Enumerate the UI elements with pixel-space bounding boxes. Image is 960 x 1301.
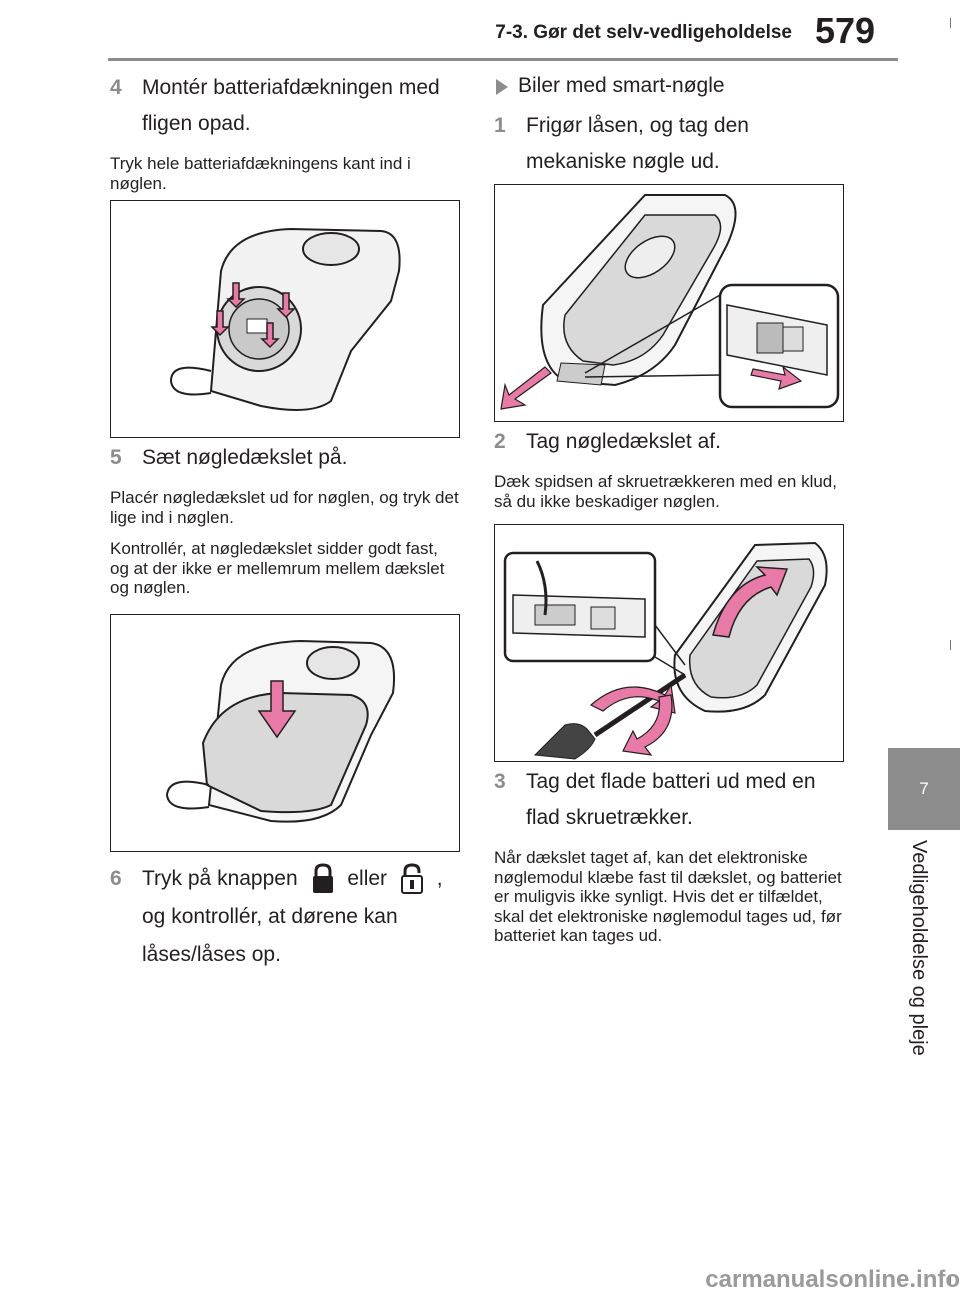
key-cover-illustration (165, 639, 395, 823)
screwdriver-illustration (503, 541, 828, 760)
key-battery-illustration (169, 227, 401, 411)
step-text-d: og kontrollér, at dørene kan låses/låses… (142, 905, 398, 966)
step-text-c: , (436, 867, 443, 890)
figure-key-cover (110, 614, 460, 852)
lock-icon (310, 862, 336, 896)
step-1: 1 Frigør låsen, og tag den mekaniske nøg… (494, 108, 844, 180)
crop-mark (950, 18, 951, 28)
smart-key-subhead: Biler med smart-nøgle (494, 70, 844, 102)
section-title: 7-3. Gør det selv-vedligeholdelse (495, 22, 792, 43)
left-column: 4 Montér batteriafdækningen med fligen o… (110, 70, 460, 193)
subhead-text: Biler med smart-nøgle (518, 74, 725, 97)
watermark: carmanualsonline.info (705, 1266, 960, 1293)
step-6: 6 Tryk på knappen eller , og kontrollér,… (110, 860, 460, 974)
step-text: Tag det flade batteri ud med en flad skr… (526, 770, 816, 829)
unlock-icon (399, 862, 425, 896)
step-3: 3 Tag det flade batteri ud med en flad s… (494, 764, 844, 836)
crop-mark (950, 1276, 951, 1286)
chapter-tab: 7 (888, 748, 960, 830)
page-number: 579 (814, 10, 876, 51)
figure-screwdriver (494, 524, 844, 762)
step-2: 2 Tag nøgledækslet af. (494, 424, 844, 460)
step-text-b: eller (347, 867, 388, 890)
step-number: 4 (110, 76, 122, 99)
step-number: 6 (110, 867, 122, 890)
step-3-note: Når dækslet taget af, kan det elektronis… (494, 848, 842, 945)
smart-key-illustration (500, 194, 840, 410)
step-5: 5 Sæt nøgledækslet på. (110, 440, 460, 476)
step-5-note-2: Kontrollér, at nøgledækslet sidder godt … (110, 539, 445, 597)
step-4-note: Tryk hele batteriafdækningens kant ind i… (110, 154, 411, 193)
header-rule (108, 58, 898, 61)
right-column: Biler med smart-nøgle 1 Frigør låsen, og… (494, 70, 844, 180)
step-number: 5 (110, 446, 122, 469)
step-5-note-1: Placér nøgledækslet ud for nøglen, og tr… (110, 488, 459, 527)
step-number: 1 (494, 114, 506, 137)
step-text: Frigør låsen, og tag den mekaniske nøgle… (526, 114, 749, 173)
right-column-bottom: 3 Tag det flade batteri ud med en flad s… (494, 764, 844, 946)
step-number: 3 (494, 770, 506, 793)
step-number: 2 (494, 430, 506, 453)
left-column-bottom: 6 Tryk på knappen eller , og kontrollér,… (110, 860, 460, 974)
step-text: Montér batteriafdækningen med fligen opa… (142, 76, 440, 135)
step-text-a: Tryk på knappen (142, 867, 298, 890)
step-text: Tag nøgledækslet af. (526, 430, 721, 453)
triangle-bullet-icon (496, 79, 508, 95)
step-text: Sæt nøgledækslet på. (142, 446, 348, 469)
step-2-note: Dæk spidsen af skruetrækkeren med en klu… (494, 472, 837, 511)
chapter-title: Vedligeholdelse og pleje (908, 840, 930, 1056)
figure-mechanical-key (494, 184, 844, 422)
crop-mark (950, 640, 951, 650)
figure-battery-cover (110, 200, 460, 438)
step-4: 4 Montér batteriafdækningen med fligen o… (110, 70, 460, 142)
right-column-mid: 2 Tag nøgledækslet af. Dæk spidsen af sk… (494, 424, 844, 511)
left-column-mid: 5 Sæt nøgledækslet på. Placér nøgledæksl… (110, 440, 460, 598)
